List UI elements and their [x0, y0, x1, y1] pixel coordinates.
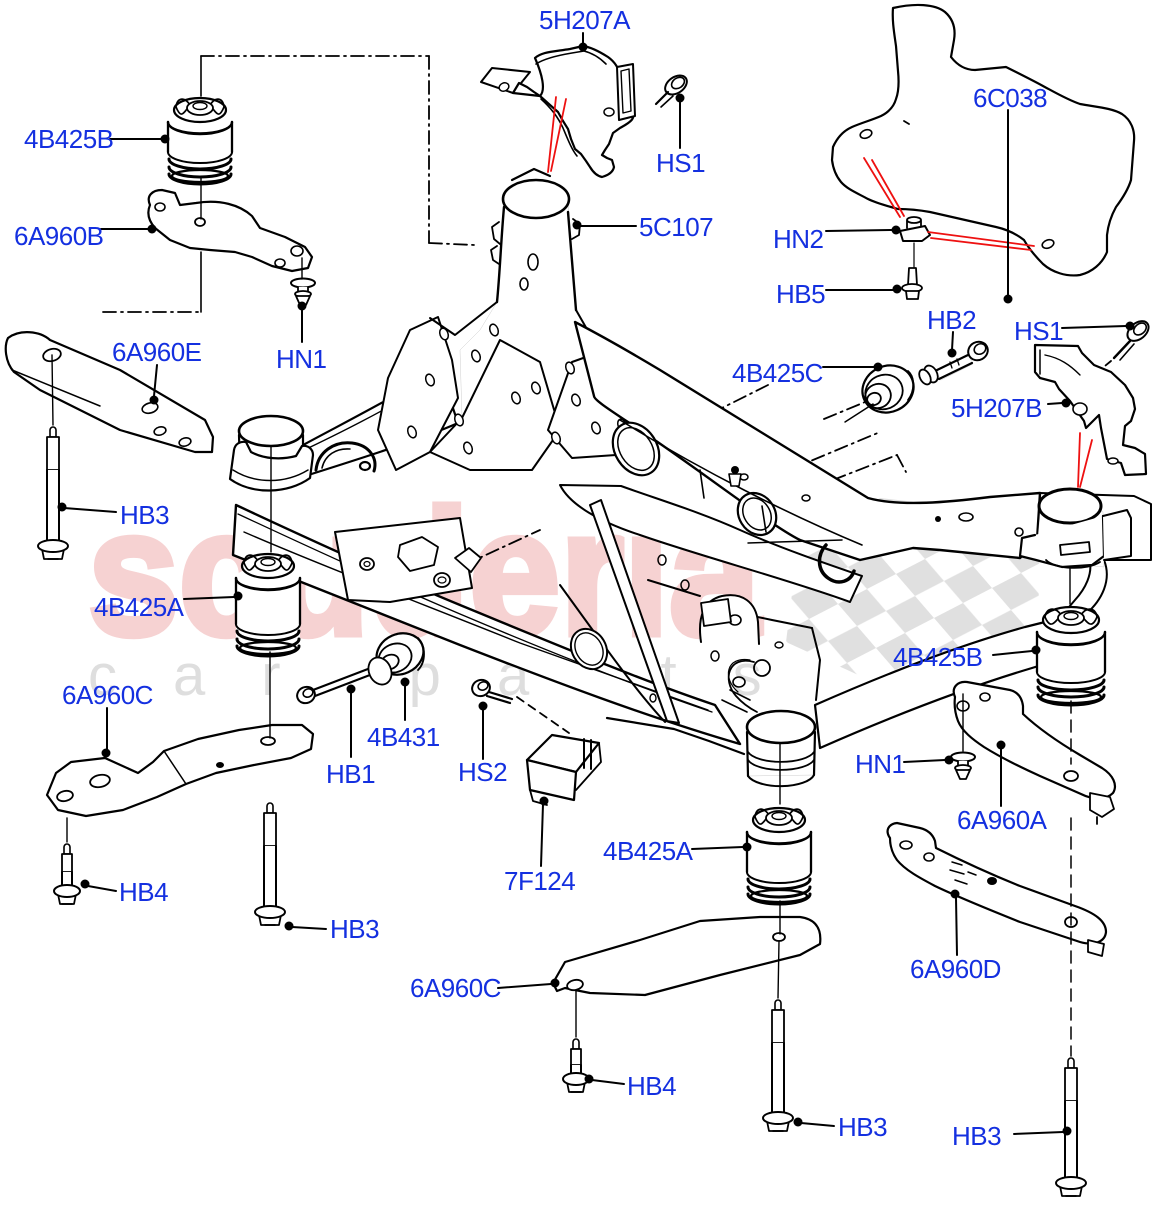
svg-text:HS2: HS2 — [458, 757, 507, 787]
svg-text:4B425A: 4B425A — [94, 592, 185, 622]
svg-text:HN1: HN1 — [855, 749, 906, 779]
svg-text:4B425B: 4B425B — [24, 124, 114, 154]
svg-text:6A960A: 6A960A — [957, 805, 1048, 835]
svg-text:HB3: HB3 — [952, 1121, 1001, 1151]
svg-text:HB1: HB1 — [326, 759, 375, 789]
svg-text:6A960C: 6A960C — [410, 973, 501, 1003]
svg-text:HB2: HB2 — [927, 305, 976, 335]
svg-text:4B425A: 4B425A — [603, 836, 694, 866]
svg-text:HB3: HB3 — [330, 914, 379, 944]
svg-text:HS1: HS1 — [656, 148, 705, 178]
svg-text:6A960D: 6A960D — [910, 954, 1001, 984]
svg-text:HB3: HB3 — [120, 500, 169, 530]
svg-text:4B425B: 4B425B — [893, 642, 983, 672]
svg-text:6A960C: 6A960C — [62, 680, 153, 710]
svg-text:5H207A: 5H207A — [539, 5, 631, 35]
svg-text:HB4: HB4 — [119, 877, 168, 907]
svg-text:6A960E: 6A960E — [112, 337, 202, 367]
svg-text:6A960B: 6A960B — [14, 221, 104, 251]
svg-text:HB5: HB5 — [776, 279, 825, 309]
svg-text:HN1: HN1 — [276, 344, 327, 374]
svg-text:HB4: HB4 — [627, 1071, 676, 1101]
svg-text:5C107: 5C107 — [639, 212, 713, 242]
svg-text:7F124: 7F124 — [504, 866, 575, 896]
svg-text:4B431: 4B431 — [367, 722, 440, 752]
svg-text:HN2: HN2 — [773, 224, 824, 254]
svg-text:HB3: HB3 — [838, 1112, 887, 1142]
svg-text:4B425C: 4B425C — [732, 358, 823, 388]
svg-text:6C038: 6C038 — [973, 83, 1047, 113]
svg-text:5H207B: 5H207B — [951, 393, 1042, 423]
svg-text:HS1: HS1 — [1014, 316, 1063, 346]
svg-text:car parts: car parts — [88, 643, 818, 708]
